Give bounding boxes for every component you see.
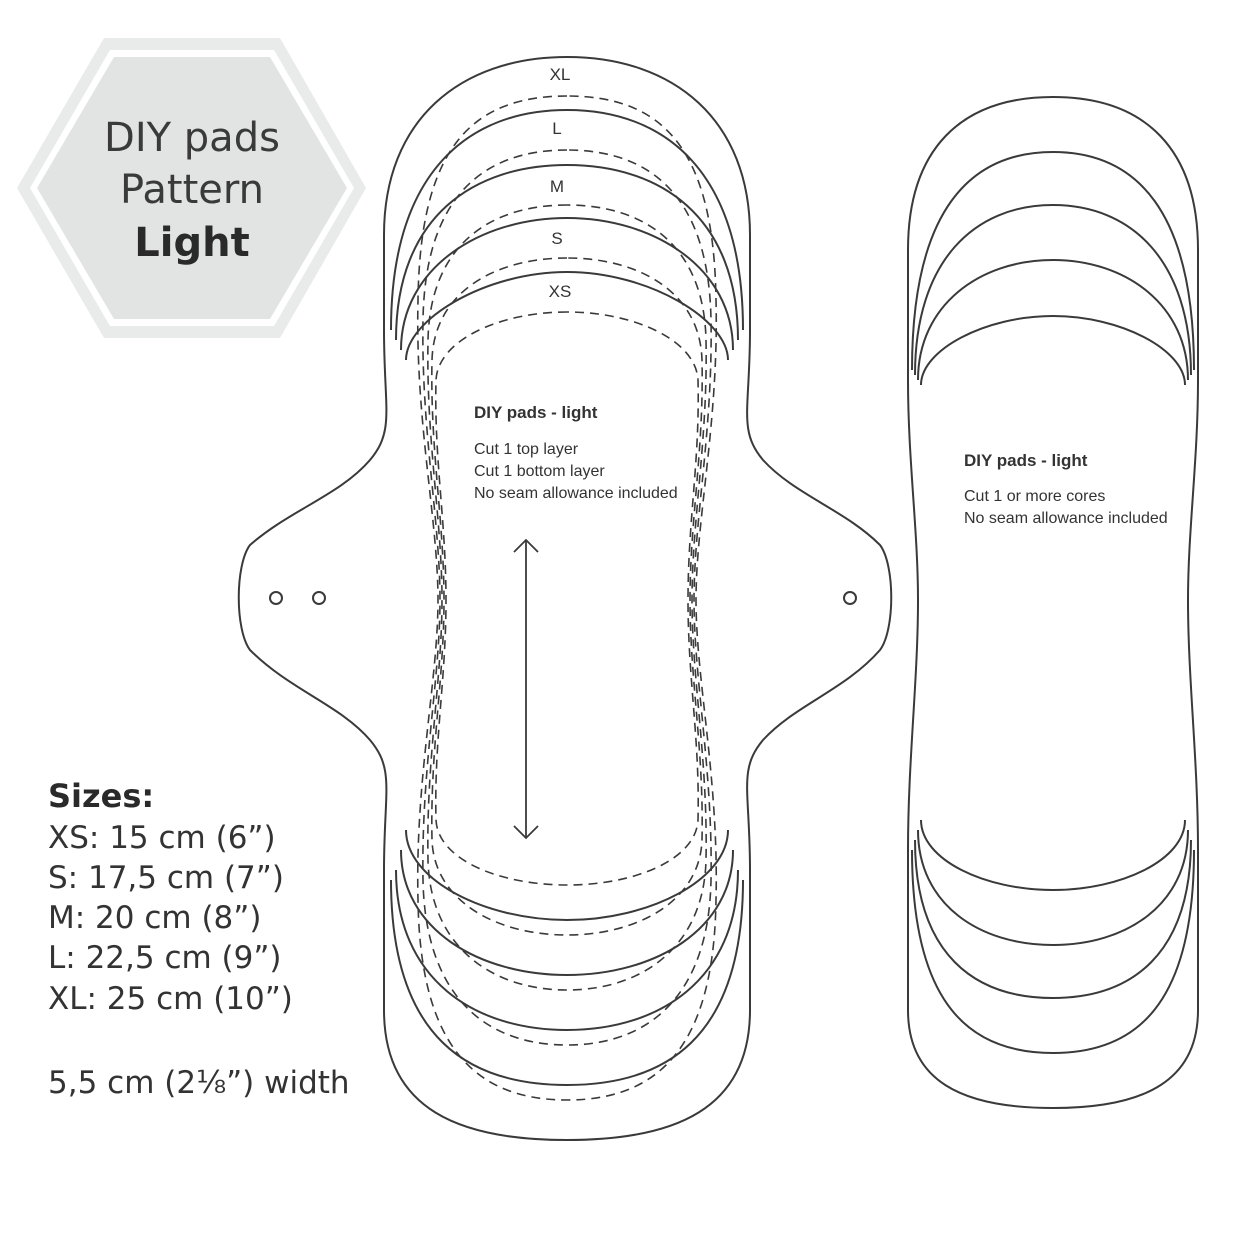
grainline-arrow-icon [513, 538, 539, 840]
badge-line-1: DIY pads [104, 115, 280, 161]
core-pattern-line-2: No seam allowance included [964, 510, 1168, 527]
width-note: 5,5 cm (2⅛”) width [48, 1065, 350, 1101]
core-outline-xl [907, 95, 1199, 1110]
core-bottom-m [914, 839, 1192, 1000]
badge-line-2: Pattern [120, 167, 264, 213]
core-top-s [917, 258, 1189, 381]
size-label-xs: XS [549, 282, 572, 301]
size-label-s: S [551, 229, 562, 248]
snap-hole-icon [312, 591, 326, 605]
core-bottom-s [917, 829, 1189, 947]
core-bottom-l [911, 849, 1195, 1055]
pad-bottom-m [395, 869, 739, 1032]
core-pattern-line-1: Cut 1 or more cores [964, 488, 1105, 505]
badge-hexagon-fill [37, 57, 347, 319]
size-label-m: M [550, 177, 564, 196]
core-guide-m [427, 204, 707, 991]
core-guide-xl [416, 95, 718, 1101]
core-guide-xs [434, 311, 700, 886]
core-top-xs [920, 314, 1186, 386]
main-pad-pattern: XL L M S XS DIY pads - light Cut 1 top l… [237, 55, 893, 1142]
size-label-xl: XL [550, 65, 571, 84]
core-pattern: DIY pads - light Cut 1 or more cores No … [907, 95, 1199, 1110]
sizes-legend: Sizes: XS: 15 cm (6”) S: 17,5 cm (7”) M:… [48, 777, 350, 1101]
size-item-xs: XS: 15 cm (6”) [48, 820, 276, 856]
title-badge: DIY pads Pattern Light [17, 38, 366, 338]
sizes-title: Sizes: [48, 777, 154, 815]
badge-line-3: Light [134, 220, 249, 266]
size-item-xl: XL: 25 cm (10”) [48, 981, 293, 1017]
core-pattern-title: DIY pads - light [964, 451, 1088, 470]
snap-hole-icon [843, 591, 857, 605]
core-top-m [914, 203, 1192, 376]
pad-top-l [390, 108, 744, 331]
pad-outline-xl [237, 55, 893, 1142]
pad-bottom-xs [405, 829, 729, 922]
main-pattern-title: DIY pads - light [474, 403, 598, 422]
pad-bottom-s [400, 849, 734, 977]
main-pattern-line-2: Cut 1 bottom layer [474, 463, 605, 480]
size-label-l: L [552, 119, 561, 138]
size-item-s: S: 17,5 cm (7”) [48, 860, 284, 896]
size-item-m: M: 20 cm (8”) [48, 900, 261, 936]
core-guide-l [422, 149, 712, 1046]
pad-top-s [400, 216, 734, 351]
pad-top-m [395, 163, 739, 341]
main-pattern-line-3: No seam allowance included [474, 485, 678, 502]
core-guide-s [431, 257, 703, 936]
snap-hole-icon [269, 591, 283, 605]
core-bottom-xs [920, 819, 1186, 892]
pad-top-xs [405, 270, 729, 361]
main-pattern-line-1: Cut 1 top layer [474, 441, 579, 458]
size-item-l: L: 22,5 cm (9”) [48, 940, 282, 976]
pad-bottom-l [390, 879, 744, 1087]
core-top-l [911, 150, 1195, 371]
